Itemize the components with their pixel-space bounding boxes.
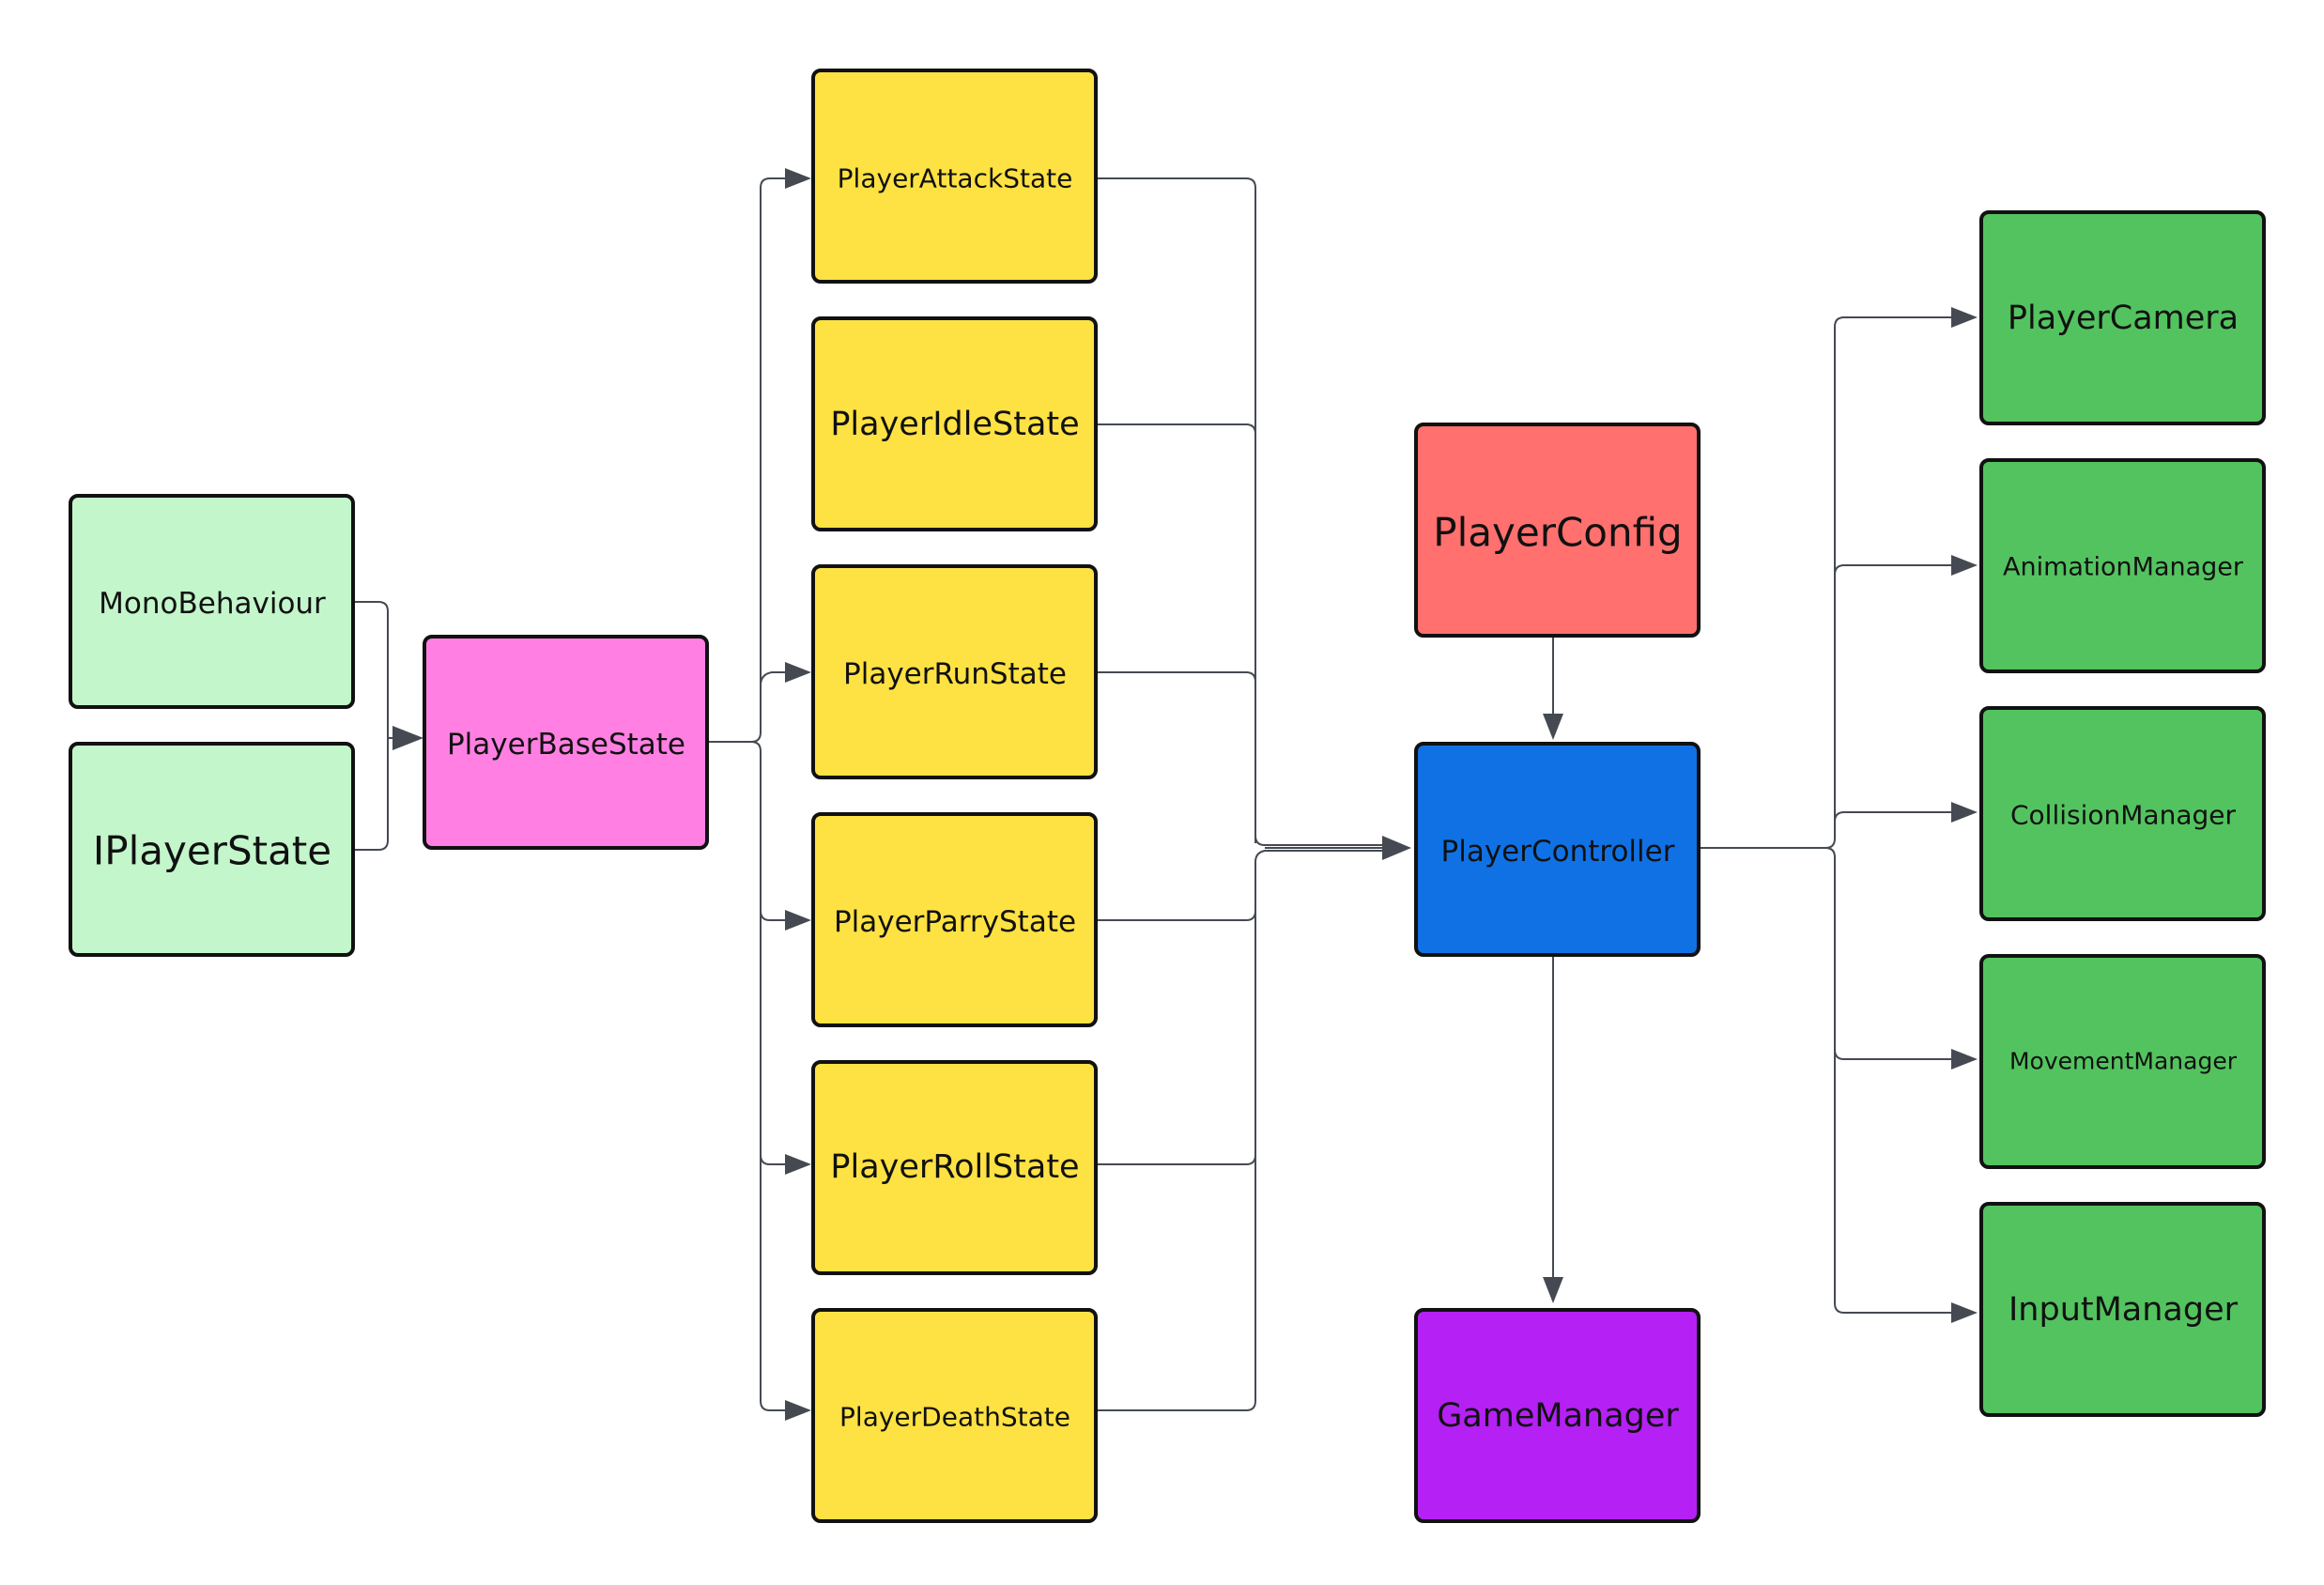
arrowhead-playercontroller-top (1543, 714, 1563, 740)
node-playerattackstate-box (811, 69, 1098, 284)
node-playerattackstate[interactable]: PlayerAttackState (811, 69, 1098, 284)
edge-to-animationmanager (1834, 564, 1953, 576)
edge-deathstate-to-controller (1096, 862, 1256, 1411)
edge-playerbasestate-to-parrystate (760, 910, 789, 921)
nodes: MonoBehaviour IPlayerState PlayerBaseSta… (69, 69, 2266, 1523)
edge-rollstate-to-controller (1096, 862, 1256, 1165)
node-playercamera-label: PlayerCamera (2008, 300, 2239, 337)
node-playerconfig-label: PlayerConfig (1433, 510, 1682, 556)
arrowhead-runstate (785, 662, 811, 683)
node-playerparrystate-box (811, 812, 1098, 1027)
node-iplayerstate-label: IPlayerState (93, 828, 331, 874)
node-playerrunstate[interactable]: PlayerRunState (811, 564, 1098, 779)
edge-attackstate-to-controller (1096, 177, 1390, 846)
node-animationmanager-box (1979, 458, 2266, 673)
node-playercamera[interactable]: PlayerCamera (1979, 210, 2266, 425)
node-collisionmanager-label: CollisionManager (2010, 800, 2236, 831)
node-monobehaviour-label: MonoBehaviour (99, 587, 326, 621)
arrowhead-animationmanager (1951, 555, 1978, 576)
node-playerbasestate-label: PlayerBaseState (447, 728, 685, 762)
node-playeridlestate-box (811, 316, 1098, 531)
arrowhead-playercamera (1951, 307, 1978, 328)
edge-to-collisionmanager (1834, 811, 1953, 823)
node-playercontroller-box (1414, 742, 1701, 957)
node-playerconfig[interactable]: PlayerConfig (1414, 423, 1701, 638)
edge-runstate-to-controller (1096, 671, 1256, 843)
node-gamemanager-box (1414, 1308, 1701, 1523)
arrowhead-attackstate (785, 168, 811, 189)
node-playerdeathstate-label: PlayerDeathState (839, 1402, 1070, 1433)
node-inputmanager-box (1979, 1202, 2266, 1417)
node-gamemanager[interactable]: GameManager (1414, 1308, 1701, 1523)
node-animationmanager-label: AnimationManager (2003, 553, 2244, 582)
node-playercontroller[interactable]: PlayerController (1414, 742, 1701, 957)
node-movementmanager[interactable]: MovementManager (1979, 954, 2266, 1169)
arrowhead-deathstate (785, 1400, 811, 1421)
arrowhead-gamemanager (1543, 1277, 1563, 1303)
edge-playerbasestate-to-rollstate (760, 1154, 789, 1165)
node-playerparrystate-label: PlayerParryState (834, 905, 1076, 939)
arrowhead-playerbasestate (392, 726, 423, 750)
node-movementmanager-label: MovementManager (2009, 1048, 2238, 1075)
node-monobehaviour[interactable]: MonoBehaviour (69, 494, 355, 709)
node-playeridlestate[interactable]: PlayerIdleState (811, 316, 1098, 531)
node-playerrunstate-box (811, 564, 1098, 779)
arrowhead-playercontroller-left (1382, 836, 1411, 860)
arrowhead-parrystate (785, 910, 811, 931)
node-playercontroller-label: PlayerController (1441, 835, 1675, 869)
edge-controller-lower-trunk (1824, 847, 1953, 1314)
arrowhead-movementmanager (1951, 1049, 1978, 1069)
node-playerattackstate-label: PlayerAttackState (838, 163, 1073, 194)
node-playerconfig-box (1414, 423, 1701, 638)
edge-idlestate-to-controller (1096, 423, 1256, 842)
node-animationmanager[interactable]: AnimationManager (1979, 458, 2266, 673)
edge-iplayerstate-to-playerbasestate (355, 738, 389, 851)
node-movementmanager-box (1979, 954, 2266, 1169)
edge-playerbasestate-trunk (707, 177, 789, 743)
node-playerrollstate[interactable]: PlayerRollState (811, 1060, 1098, 1275)
node-iplayerstate[interactable]: IPlayerState (69, 742, 355, 957)
edge-to-movementmanager (1834, 1049, 1953, 1060)
edge-playerbasestate-to-runstate (760, 671, 789, 686)
node-playercamera-box (1979, 210, 2266, 425)
node-collisionmanager-box (1979, 706, 2266, 921)
node-playerrunstate-label: PlayerRunState (843, 657, 1067, 691)
node-playerbasestate-box (423, 635, 709, 850)
node-playerrollstate-box (811, 1060, 1098, 1275)
node-monobehaviour-box (69, 494, 355, 709)
edge-controller-to-managers-trunk (1694, 316, 1953, 849)
arrowhead-rollstate (785, 1154, 811, 1175)
node-gamemanager-label: GameManager (1437, 1397, 1679, 1435)
node-playeridlestate-label: PlayerIdleState (830, 406, 1079, 443)
edge-monobehaviour-to-playerbasestate (355, 601, 389, 738)
node-inputmanager-label: InputManager (2008, 1291, 2239, 1329)
arrowhead-inputmanager (1951, 1302, 1978, 1323)
edges (355, 168, 1978, 1421)
edge-parrystate-to-controller (1096, 850, 1390, 921)
node-playerdeathstate-box (811, 1308, 1098, 1523)
node-iplayerstate-box (69, 742, 355, 957)
arrowhead-collisionmanager (1951, 802, 1978, 823)
node-playerrollstate-label: PlayerRollState (830, 1148, 1079, 1186)
node-playerbasestate[interactable]: PlayerBaseState (423, 635, 709, 850)
node-playerparrystate[interactable]: PlayerParryState (811, 812, 1098, 1027)
node-inputmanager[interactable]: InputManager (1979, 1202, 2266, 1417)
node-playerdeathstate[interactable]: PlayerDeathState (811, 1308, 1098, 1523)
node-collisionmanager[interactable]: CollisionManager (1979, 706, 2266, 921)
edge-playerbasestate-lower-trunk (750, 741, 789, 1411)
